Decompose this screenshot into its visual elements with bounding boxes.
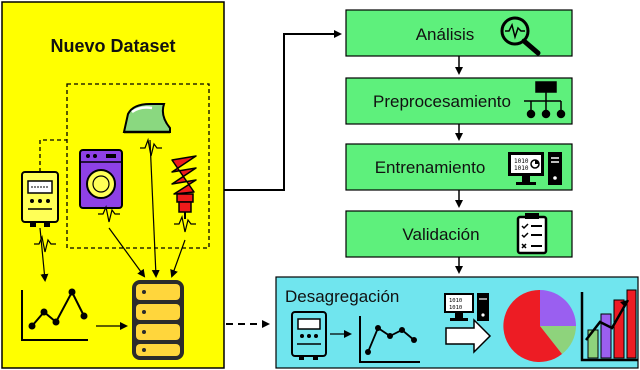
output-panel: Desagregación 1010 10 — [275, 276, 639, 369]
svg-text:1010: 1010 — [514, 158, 529, 165]
light-bulb-icon — [171, 155, 197, 219]
meter-group-link — [39, 139, 67, 172]
bar-chart-trend-icon — [580, 289, 638, 362]
source-panel: Nuevo Dataset — [1, 1, 225, 369]
output-meter-icon — [291, 311, 327, 360]
output-panel-label: Desagregación — [285, 287, 399, 306]
source-panel-title: Nuevo Dataset — [50, 36, 175, 56]
output-process-arrow — [445, 318, 492, 354]
source-to-analysis-connector — [224, 30, 342, 191]
output-computer-icon: 1010 1010 — [444, 293, 489, 321]
hierarchy-network-icon — [524, 81, 566, 119]
step-label: Validación — [402, 225, 479, 244]
pipeline-step-analisis: Análisis — [345, 9, 573, 57]
svg-text:1010: 1010 — [449, 305, 462, 311]
washing-machine-icon — [79, 149, 123, 209]
step-label: Preprocesamiento — [373, 92, 511, 111]
pipeline-step-preprocesamiento: Preprocesamiento — [345, 77, 573, 125]
pipeline-step-validacion: Validación — [345, 210, 573, 258]
pie-chart-icon — [503, 289, 576, 362]
appliance-group-outline — [66, 83, 210, 249]
output-line-chart-icon — [359, 316, 420, 363]
svg-text:1010: 1010 — [449, 298, 462, 304]
step-label: Análisis — [416, 25, 475, 44]
clipboard-checklist-icon — [516, 213, 548, 255]
computer-training-icon: 1010 1010 — [508, 152, 562, 185]
svg-text:1010: 1010 — [514, 165, 529, 172]
pipeline-step-entrenamiento: Entrenamiento 1010 1010 — [345, 143, 573, 191]
line-chart-icon — [21, 288, 88, 341]
iron-icon — [122, 103, 171, 134]
magnifier-waveform-icon — [500, 16, 541, 56]
database-icon — [132, 280, 184, 360]
smart-meter-icon — [21, 171, 59, 227]
step-label: Entrenamiento — [375, 158, 486, 177]
source-arrows — [39, 139, 186, 330]
